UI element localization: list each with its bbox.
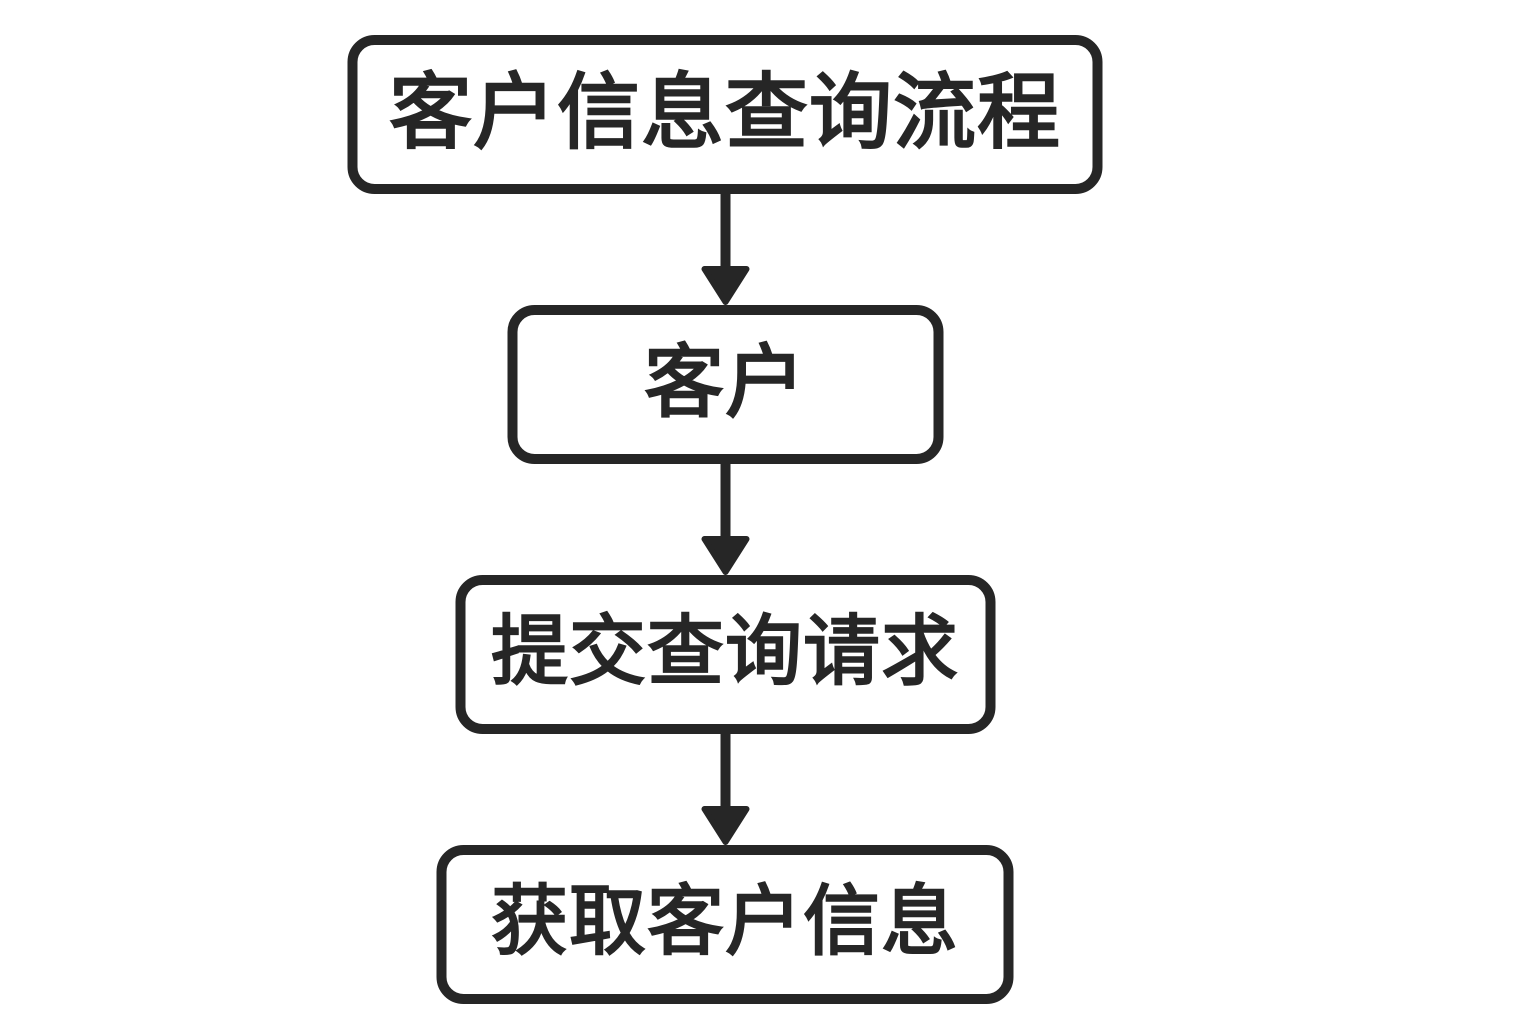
flowchart: 客户信息查询流程 客户 提交查询请求 获取客户信息 (347, 35, 1103, 1004)
flow-node-submit-request: 提交查询请求 (455, 575, 995, 734)
flow-node-customer: 客户 (507, 305, 943, 464)
arrow-stem (720, 734, 730, 807)
flow-node-customer-label: 客户 (644, 337, 806, 427)
flow-node-title: 客户信息查询流程 (347, 35, 1103, 194)
flow-node-get-info-label: 获取客户信息 (491, 879, 959, 965)
arrow-stem (720, 464, 730, 537)
arrow-down-icon (701, 536, 749, 575)
arrow-down-icon (701, 806, 749, 845)
flow-node-get-info: 获取客户信息 (436, 845, 1014, 1004)
flow-arrow-3 (701, 734, 749, 845)
flow-arrow-2 (701, 464, 749, 575)
arrow-down-icon (701, 266, 749, 305)
arrow-stem (720, 194, 730, 267)
flow-node-submit-request-label: 提交查询请求 (491, 609, 959, 695)
flow-arrow-1 (701, 194, 749, 305)
flow-node-title-label: 客户信息查询流程 (389, 66, 1061, 159)
